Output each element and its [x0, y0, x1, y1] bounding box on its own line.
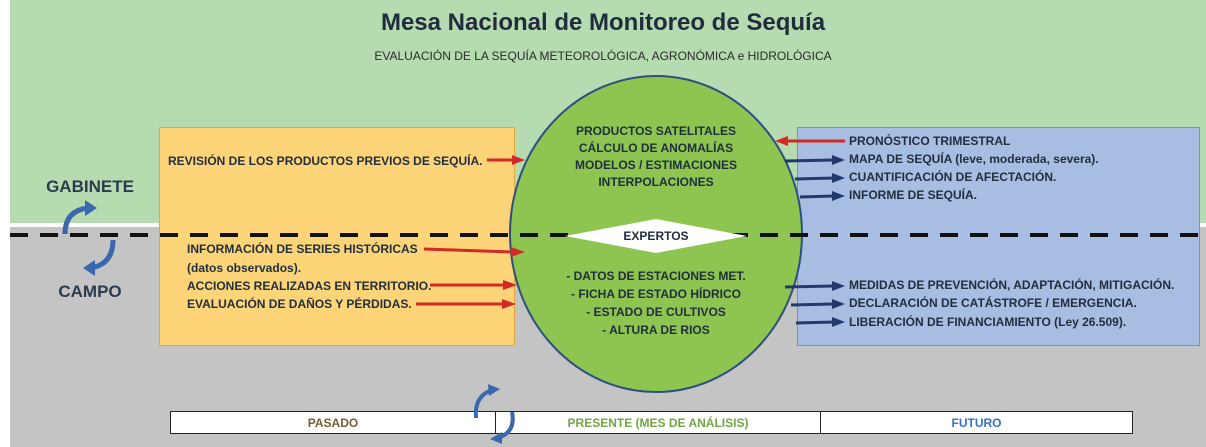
blue-arrow-icon	[832, 281, 845, 291]
blue-arrow-icon	[832, 155, 845, 165]
past-top-item: REVISIÓN DE LOS PRODUCTOS PREVIOS DE SEQ…	[168, 154, 483, 168]
future-top-item-1: MAPA DE SEQUÍA (leve, moderada, severa).	[849, 152, 1099, 166]
blue-arrow-icon	[832, 299, 845, 309]
future-input-item: PRONÓSTICO TRIMESTRAL	[849, 134, 1011, 148]
page-title: Mesa Nacional de Monitoreo de Sequía	[380, 9, 826, 36]
red-arrow-icon	[775, 136, 788, 146]
center-bottom-item-3: - ESTADO DE CULTIVOS	[586, 305, 726, 319]
center-bottom-item-4: - ALTURA DE RIOS	[602, 323, 710, 337]
expertos-diamond	[565, 219, 747, 253]
center-top-item-1: PRODUCTOS SATELITALES	[575, 124, 736, 138]
campo-label: CAMPO	[58, 282, 122, 301]
center-top-item-3: MODELOS / ESTIMACIONES	[574, 158, 737, 172]
red-arrow-icon	[503, 280, 517, 290]
center-top-item-2: CÁLCULO DE ANOMALÍAS	[578, 141, 734, 155]
page-subtitle: EVALUACIÓN DE LA SEQUÍA METEOROLÓGICA, A…	[374, 49, 832, 63]
expertos-label: EXPERTOS	[623, 229, 689, 243]
future-bottom-item-1: MEDIDAS DE PREVENCIÓN, ADAPTACIÓN, MITIG…	[849, 278, 1175, 292]
center-bottom-item-1: - DATOS DE ESTACIONES MET.	[566, 269, 746, 283]
blue-arrow-icon	[832, 317, 845, 327]
future-top-item-2: CUANTIFICACIÓN DE AFECTACIÓN.	[849, 170, 1057, 184]
gabinete-label: GABINETE	[46, 177, 134, 196]
timeline-present: PRESENTE (MES DE ANÁLISIS)	[496, 412, 821, 433]
timeline-present-label: PRESENTE (MES DE ANÁLISIS)	[567, 415, 749, 430]
timeline-past: PASADO	[171, 412, 496, 433]
past-item-1: INFORMACIÓN DE SERIES HISTÓRICAS	[187, 242, 418, 256]
timeline-future: FUTURO	[821, 412, 1132, 433]
timeline-bar: PASADO PRESENTE (MES DE ANÁLISIS) FUTURO	[170, 411, 1133, 434]
red-arrow-icon	[512, 155, 525, 165]
cycle-arrows-icon	[62, 200, 116, 276]
red-arrow-icon	[511, 247, 525, 257]
timeline-future-label: FUTURO	[951, 415, 1002, 430]
past-box	[159, 127, 515, 346]
past-item-3: ACCIONES REALIZADAS EN TERRITORIO.	[187, 279, 432, 293]
center-top-item-4: INTERPOLACIONES	[598, 175, 714, 189]
blue-arrow-icon	[832, 191, 845, 201]
future-bottom-item-3: LIBERACIÓN DE FINANCIAMIENTO (Ley 26.509…	[849, 315, 1127, 329]
blue-arrow-icon	[832, 173, 845, 183]
timeline-cycle-icon	[473, 384, 515, 444]
past-item-2: (datos observados).	[187, 261, 302, 275]
future-bottom-item-2: DECLARACIÓN DE CATÁSTROFE / EMERGENCIA.	[849, 296, 1137, 310]
timeline-past-label: PASADO	[307, 415, 359, 430]
center-bottom-item-2: - FICHA DE ESTADO HÍDRICO	[571, 287, 741, 301]
past-item-4: EVALUACIÓN DE DAÑOS Y PÉRDIDAS.	[187, 297, 412, 311]
future-top-item-3: INFORME DE SEQUÍA.	[849, 188, 978, 202]
red-arrow-icon	[502, 299, 516, 309]
